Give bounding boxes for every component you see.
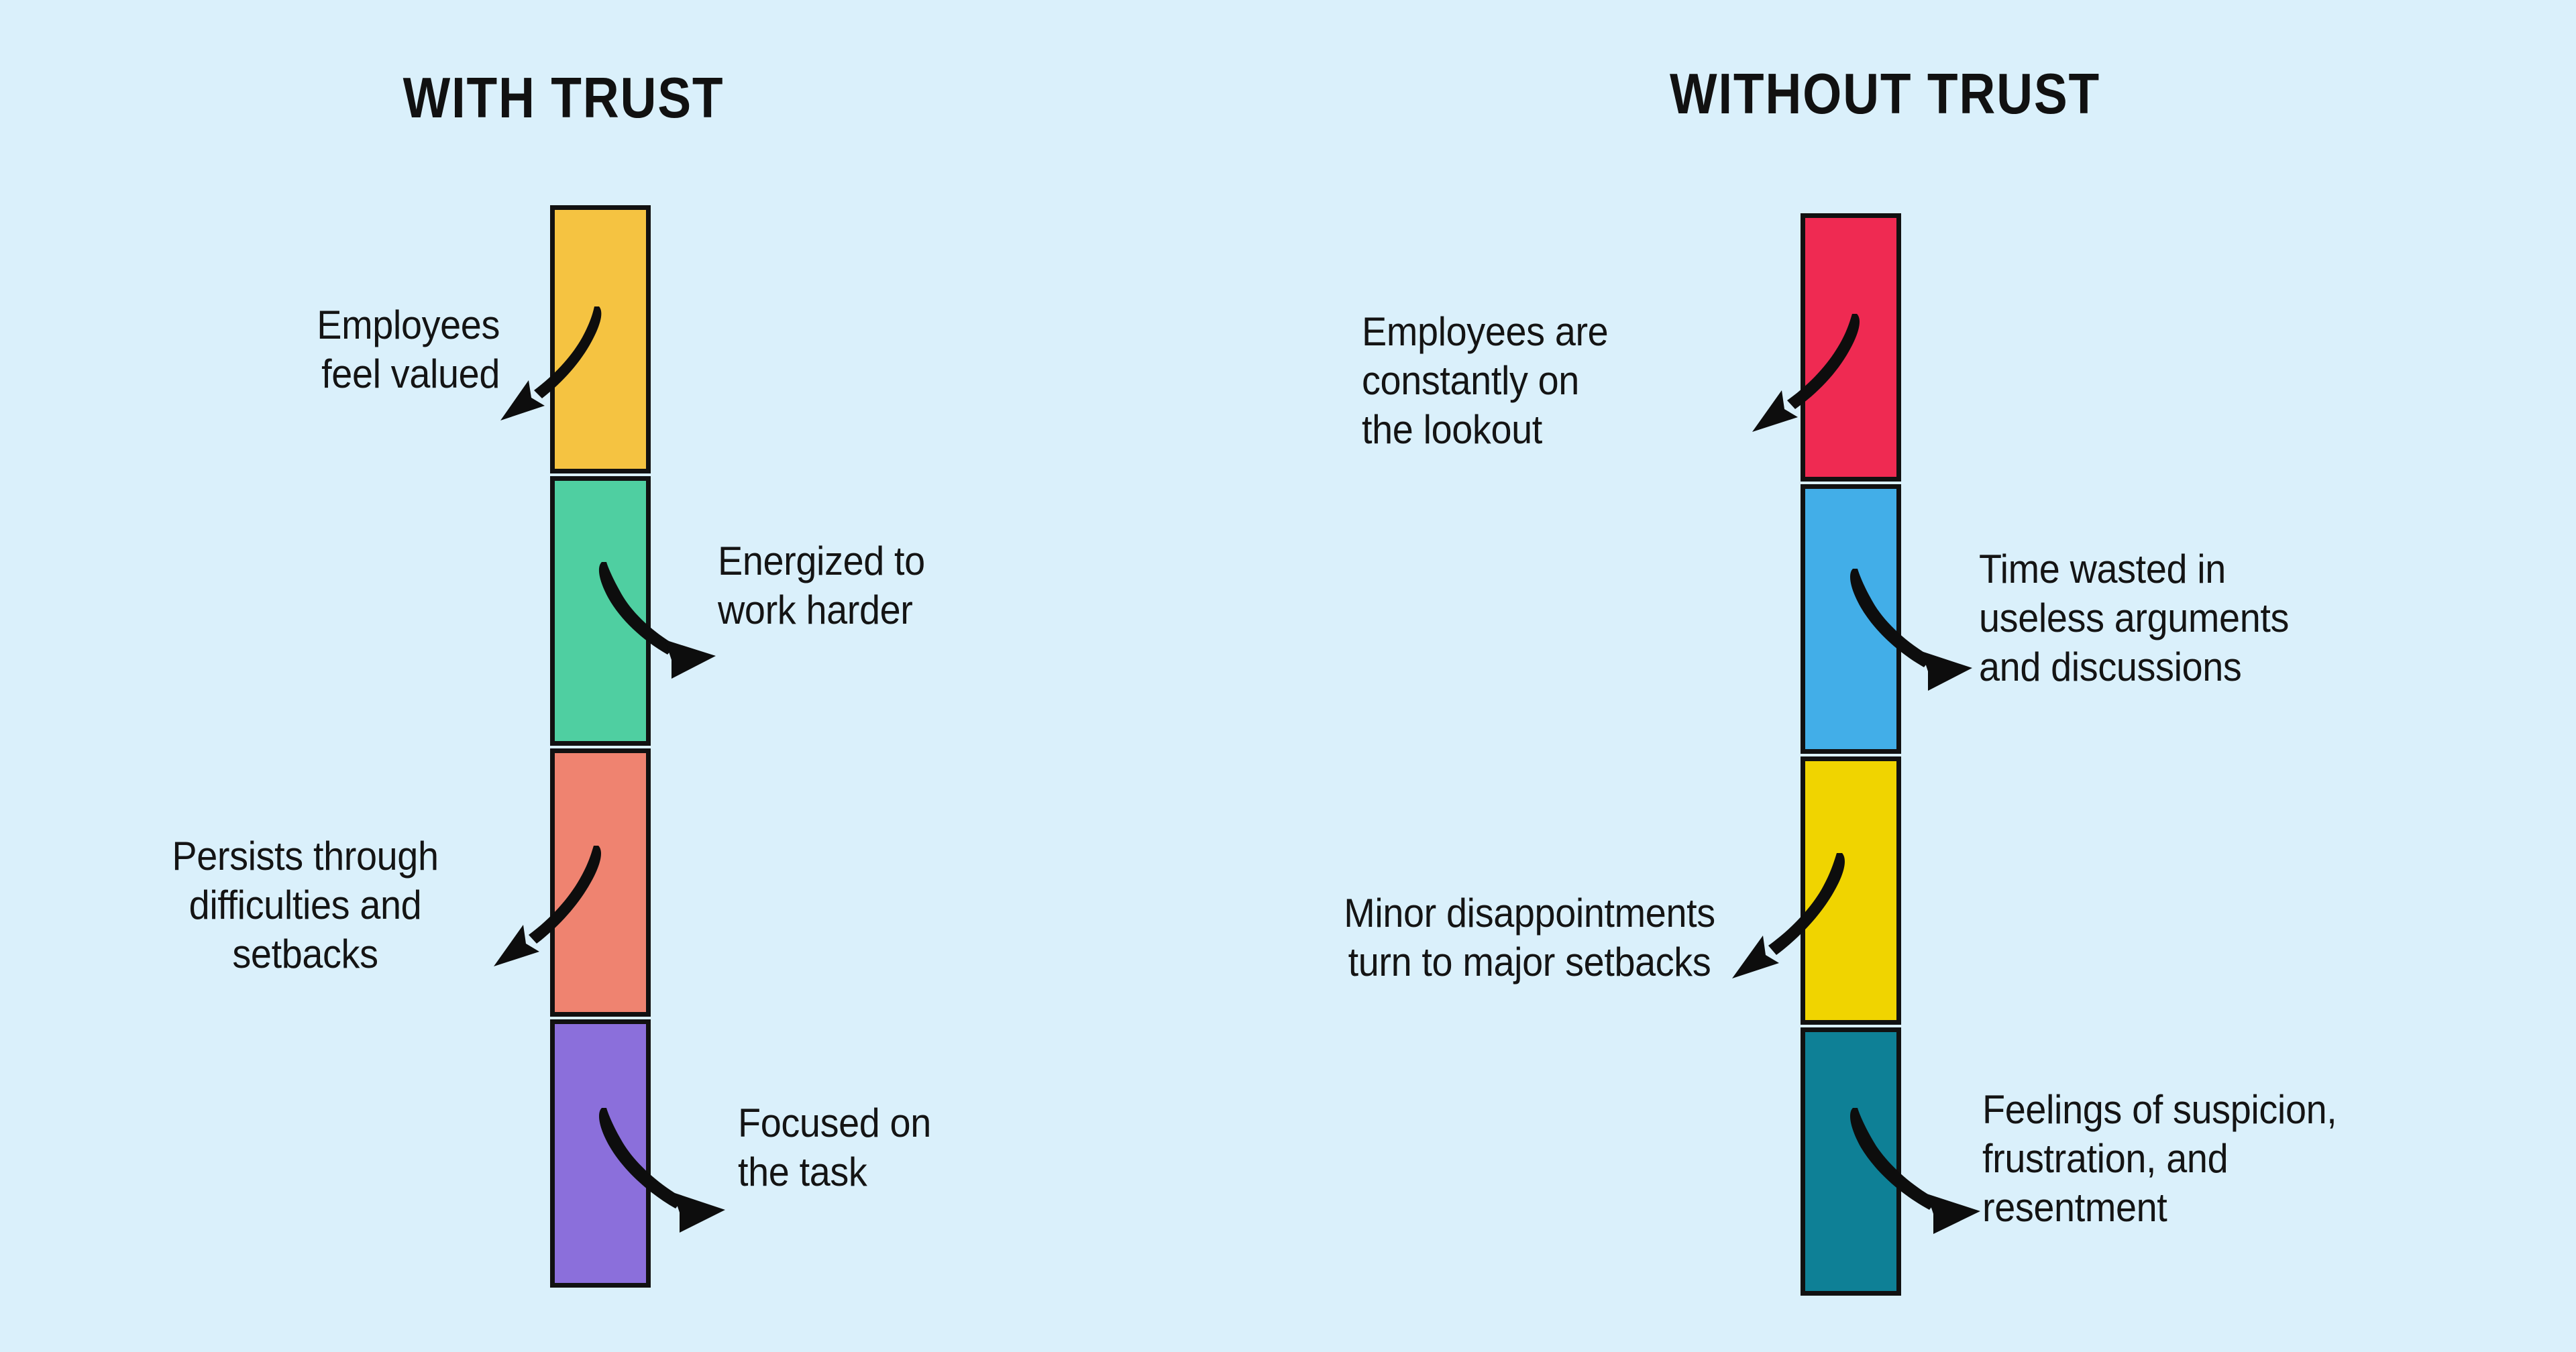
label-without-trust-4: Feelings of suspicion, frustration, and … xyxy=(1982,1087,2337,1231)
label-with-trust-4: Focused on the task xyxy=(738,1101,931,1195)
label-with-trust-1: Employees feel valued xyxy=(317,302,500,397)
segment-without-trust-4[interactable] xyxy=(1801,1027,1901,1296)
stack-without-trust xyxy=(1801,213,1901,1298)
stack-with-trust xyxy=(550,205,651,1290)
label-without-trust-2: Time wasted in useless arguments and dis… xyxy=(1979,547,2290,690)
column-title-without-trust: WITHOUT TRUST xyxy=(1670,62,2100,126)
segment-with-trust-2[interactable] xyxy=(550,476,651,746)
segment-without-trust-3[interactable] xyxy=(1801,756,1901,1025)
label-without-trust-3: Minor disappointments turn to major setb… xyxy=(1344,891,1715,985)
label-without-trust-1: Employees are constantly on the lookout xyxy=(1362,309,1609,453)
segment-without-trust-1[interactable] xyxy=(1801,213,1901,482)
segment-without-trust-2[interactable] xyxy=(1801,484,1901,754)
segment-with-trust-4[interactable] xyxy=(550,1019,651,1288)
segment-with-trust-1[interactable] xyxy=(550,205,651,473)
column-title-with-trust: WITH TRUST xyxy=(402,66,724,130)
label-with-trust-3: Persists through difficulties and setbac… xyxy=(172,834,439,977)
label-with-trust-2: Energized to work harder xyxy=(718,539,925,633)
segment-with-trust-3[interactable] xyxy=(550,748,651,1017)
